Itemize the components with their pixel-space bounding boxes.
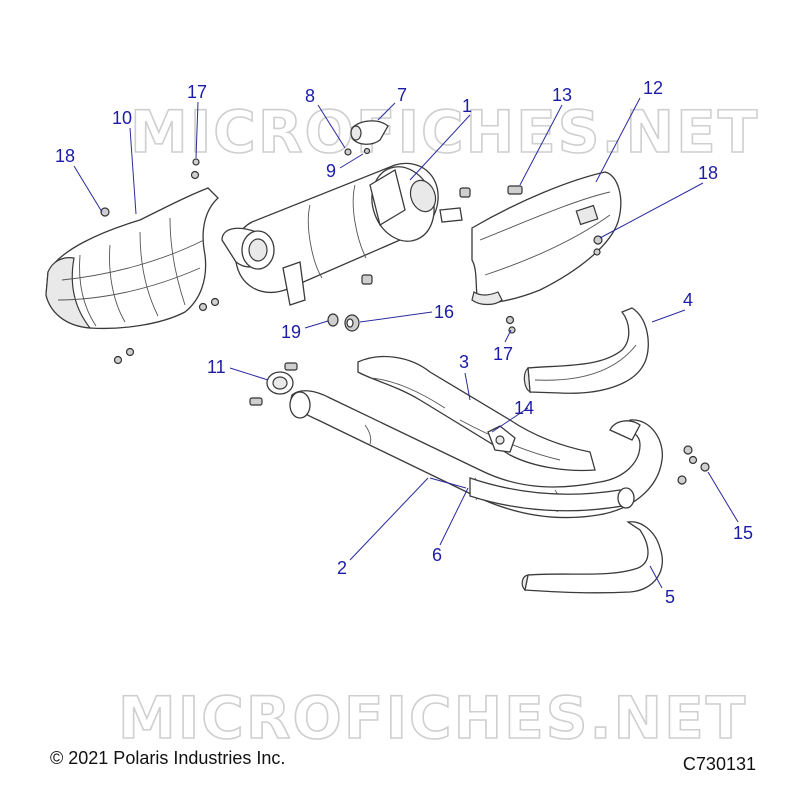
callout-1: 1: [462, 96, 472, 116]
callout-2: 2: [337, 558, 347, 578]
callout-7: 7: [397, 85, 407, 105]
callout-16: 16: [434, 302, 454, 322]
callout-12: 12: [643, 78, 663, 98]
part-11-clamp-ring[interactable]: [266, 371, 294, 395]
callout-labels: 1 2 3 4 5 6 7 8 9 10 11 12 13 14 15 16 1…: [55, 78, 753, 607]
part-4-header-shield-upper[interactable]: [523, 307, 649, 394]
diagram-code: C730131: [682, 754, 756, 774]
callout-10: 10: [112, 108, 132, 128]
part-10-left-heat-shield[interactable]: [45, 187, 219, 330]
callout-9: 9: [326, 161, 336, 181]
callout-17-bottom: 17: [493, 344, 513, 364]
callout-5: 5: [665, 587, 675, 607]
part-5-header-shield-lower[interactable]: [521, 521, 663, 594]
callout-11: 11: [207, 357, 226, 377]
part-3-pipe-heat-shield[interactable]: [357, 355, 596, 472]
part-16-grommet[interactable]: [344, 314, 360, 332]
callout-6: 6: [432, 545, 442, 565]
leader-lines: [73, 97, 739, 589]
part-2-head-pipe[interactable]: [289, 390, 664, 519]
callout-14: 14: [514, 398, 534, 418]
part-7-tip[interactable]: [350, 120, 389, 145]
callout-8: 8: [305, 86, 315, 106]
callout-13: 13: [552, 85, 572, 105]
part-14-gasket[interactable]: [487, 425, 516, 453]
callout-3: 3: [459, 352, 469, 372]
watermark-top: MICROFICHES.NET: [130, 98, 759, 166]
callout-17-top: 17: [187, 82, 207, 102]
callout-18-right: 18: [698, 163, 718, 183]
callout-18-left: 18: [55, 146, 75, 166]
copyright-notice: © 2021 Polaris Industries Inc.: [50, 748, 286, 768]
callout-4: 4: [683, 290, 693, 310]
part-19-washer[interactable]: [327, 313, 339, 327]
part-1-muffler[interactable]: [221, 158, 463, 306]
part-12-right-heat-shield[interactable]: [471, 171, 622, 306]
callout-19: 19: [281, 322, 301, 342]
callout-15: 15: [733, 523, 753, 543]
watermark-bottom: MICROFICHES.NET: [118, 684, 747, 752]
